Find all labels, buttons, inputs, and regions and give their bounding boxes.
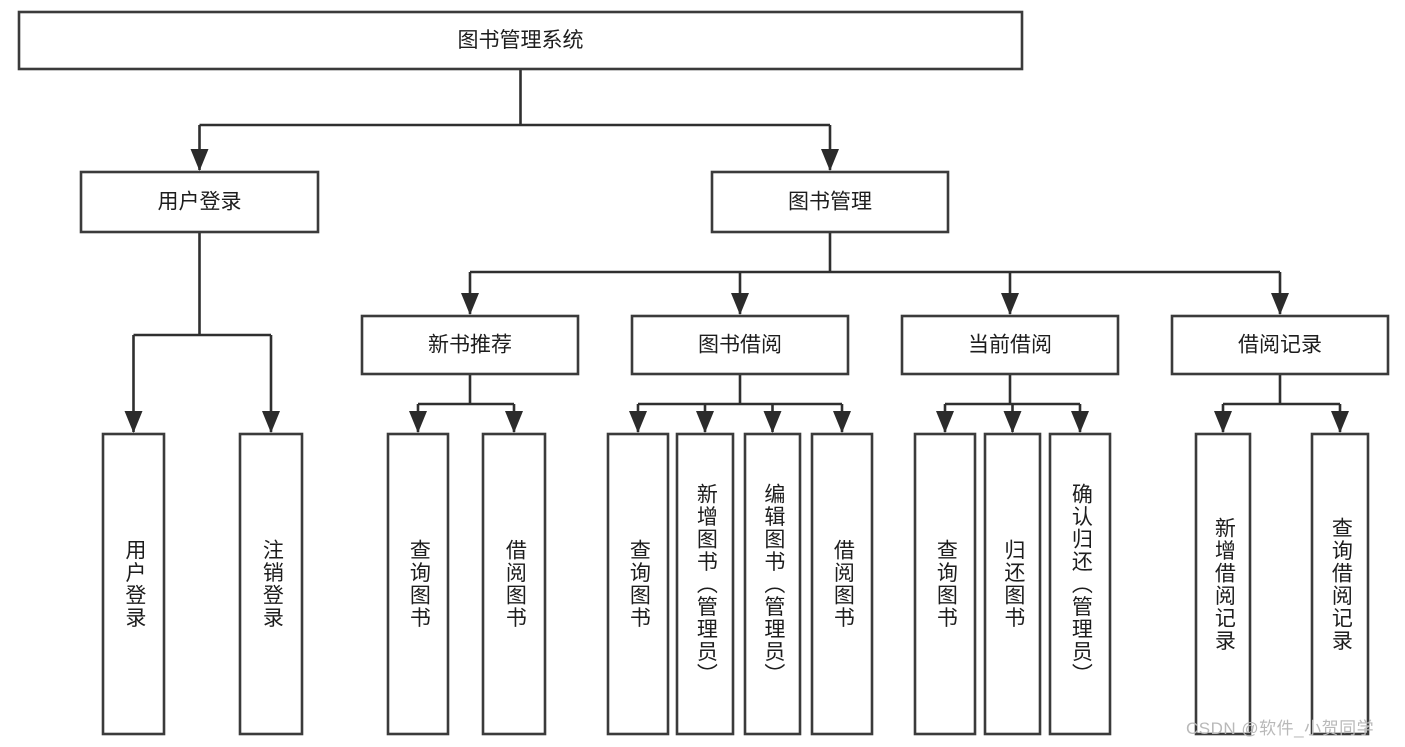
node-level1-label-0: 用户登录 — [158, 191, 242, 214]
arrow-head-level2-1 — [731, 293, 749, 315]
node-leaf-用户登录-注销登录[interactable] — [238, 432, 304, 736]
arrow-head-level1-1 — [821, 149, 839, 171]
node-level1-图书管理[interactable] — [710, 170, 950, 234]
arrow-head-level2-3 — [1271, 293, 1289, 315]
node-level2-借阅记录[interactable] — [1170, 314, 1390, 376]
node-leaf-图书借阅-新增图书（管理员）[interactable] — [675, 432, 735, 736]
node-leaf-图书借阅-查询图书[interactable] — [606, 432, 670, 736]
arrow-head-leaf-3-0 — [936, 411, 954, 433]
node-level2-label-0: 新书推荐 — [428, 334, 512, 357]
connector-layer — [124, 69, 1349, 433]
node-level2-当前借阅[interactable] — [900, 314, 1120, 376]
node-level1-用户登录[interactable] — [79, 170, 320, 234]
arrow-head-leaf-1-0 — [409, 411, 427, 433]
node-leaf-当前借阅-确认归还（管理员）[interactable] — [1048, 432, 1112, 736]
arrow-head-level2-2 — [1001, 293, 1019, 315]
arrow-head-leaf-4-1 — [1331, 411, 1349, 433]
arrow-head-leaf-2-2 — [763, 411, 782, 433]
node-level2-label-3: 借阅记录 — [1238, 334, 1322, 357]
arrow-head-level2-0 — [461, 293, 479, 315]
node-root-label: 图书管理系统 — [458, 29, 584, 52]
node-leaf-当前借阅-归还图书[interactable] — [983, 432, 1042, 736]
node-root-图书管理系统[interactable] — [17, 10, 1024, 71]
node-level2-图书借阅[interactable] — [630, 314, 850, 376]
node-leaf-新书推荐-查询图书[interactable] — [386, 432, 450, 736]
node-level2-新书推荐[interactable] — [360, 314, 580, 376]
arrow-head-leaf-4-0 — [1214, 411, 1232, 433]
node-level2-label-2: 当前借阅 — [968, 334, 1052, 357]
node-leaf-新书推荐-借阅图书[interactable] — [481, 432, 547, 736]
arrow-head-leaf-3-2 — [1071, 411, 1089, 433]
node-leaf-图书借阅-编辑图书（管理员）[interactable] — [743, 432, 802, 736]
arrow-head-leaf-1-1 — [505, 411, 523, 433]
arrow-head-level1-0 — [190, 149, 209, 171]
node-level1-label-1: 图书管理 — [788, 191, 872, 214]
node-leaf-借阅记录-新增借阅记录[interactable] — [1194, 432, 1252, 736]
arrow-head-leaf-2-3 — [833, 411, 851, 433]
watermark: CSDN @软件_小贺同学 — [1186, 719, 1375, 738]
arrow-head-leaf-2-0 — [629, 411, 647, 433]
node-leaf-图书借阅-借阅图书[interactable] — [810, 432, 874, 736]
node-leaf-当前借阅-查询图书[interactable] — [913, 432, 977, 736]
arrow-head-leaf-0-0 — [124, 411, 143, 433]
node-level2-label-1: 图书借阅 — [698, 334, 782, 357]
node-leaf-借阅记录-查询借阅记录[interactable] — [1310, 432, 1370, 736]
arrow-head-leaf-2-1 — [696, 411, 714, 433]
arrow-head-leaf-3-1 — [1003, 411, 1022, 433]
node-leaf-用户登录-用户登录[interactable] — [101, 432, 166, 736]
node-box-layer — [17, 10, 1390, 736]
arrow-head-leaf-0-1 — [262, 411, 280, 433]
